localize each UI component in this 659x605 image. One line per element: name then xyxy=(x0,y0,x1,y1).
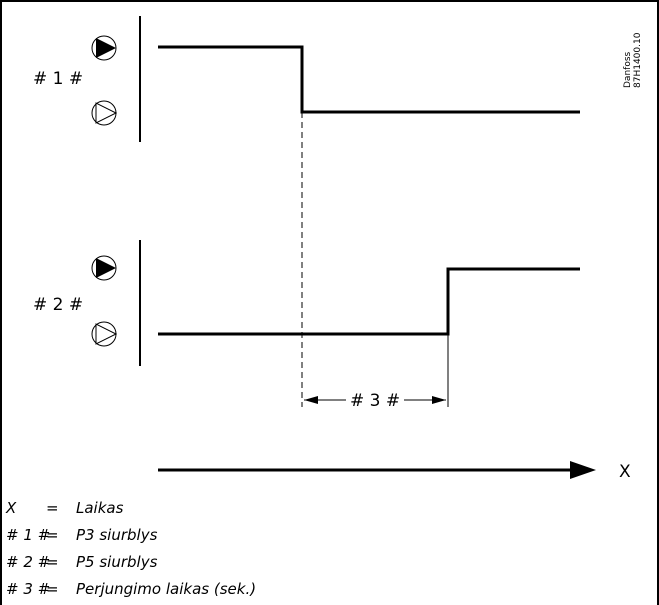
legend-equals: = xyxy=(46,499,59,517)
pump-on-icon xyxy=(91,35,117,61)
brand-label: Danfoss 87H1400.10 xyxy=(623,32,643,88)
pump-off-icon xyxy=(91,321,118,347)
pump2-label: # 2 # xyxy=(33,295,83,315)
legend-value: Laikas xyxy=(76,499,124,517)
interval-arrow xyxy=(304,396,446,404)
legend-equals: = xyxy=(46,580,59,598)
pump-off-icon xyxy=(91,100,118,126)
time-axis xyxy=(158,461,596,479)
interval-label: # 3 # xyxy=(350,391,400,411)
legend-equals: = xyxy=(46,553,59,571)
pump1-label: # 1 # xyxy=(33,69,83,89)
legend-key: # 1 # xyxy=(6,526,51,544)
brand-line2: 87H1400.10 xyxy=(633,32,643,88)
brand-line1: Danfoss xyxy=(623,51,633,88)
legend-key: # 2 # xyxy=(6,553,51,571)
legend-key: # 3 # xyxy=(6,580,51,598)
legend: X = Laikas # 1 # = P3 siurblys # 2 # = P… xyxy=(6,495,606,603)
legend-row: # 2 # = P5 siurblys xyxy=(6,549,606,576)
legend-value: P5 siurblys xyxy=(76,553,158,571)
pump1-signal xyxy=(158,45,580,114)
legend-equals: = xyxy=(46,526,59,544)
legend-key: X xyxy=(6,499,17,517)
legend-row: X = Laikas xyxy=(6,495,606,522)
pump-on-icon xyxy=(91,255,117,281)
legend-value: Perjungimo laikas (sek.) xyxy=(76,580,257,598)
legend-value: P3 siurblys xyxy=(76,526,158,544)
time-axis-label: X xyxy=(619,462,631,482)
legend-row: # 1 # = P3 siurblys xyxy=(6,522,606,549)
legend-row: # 3 # = Perjungimo laikas (sek.) xyxy=(6,576,606,603)
pump2-signal xyxy=(158,267,580,336)
